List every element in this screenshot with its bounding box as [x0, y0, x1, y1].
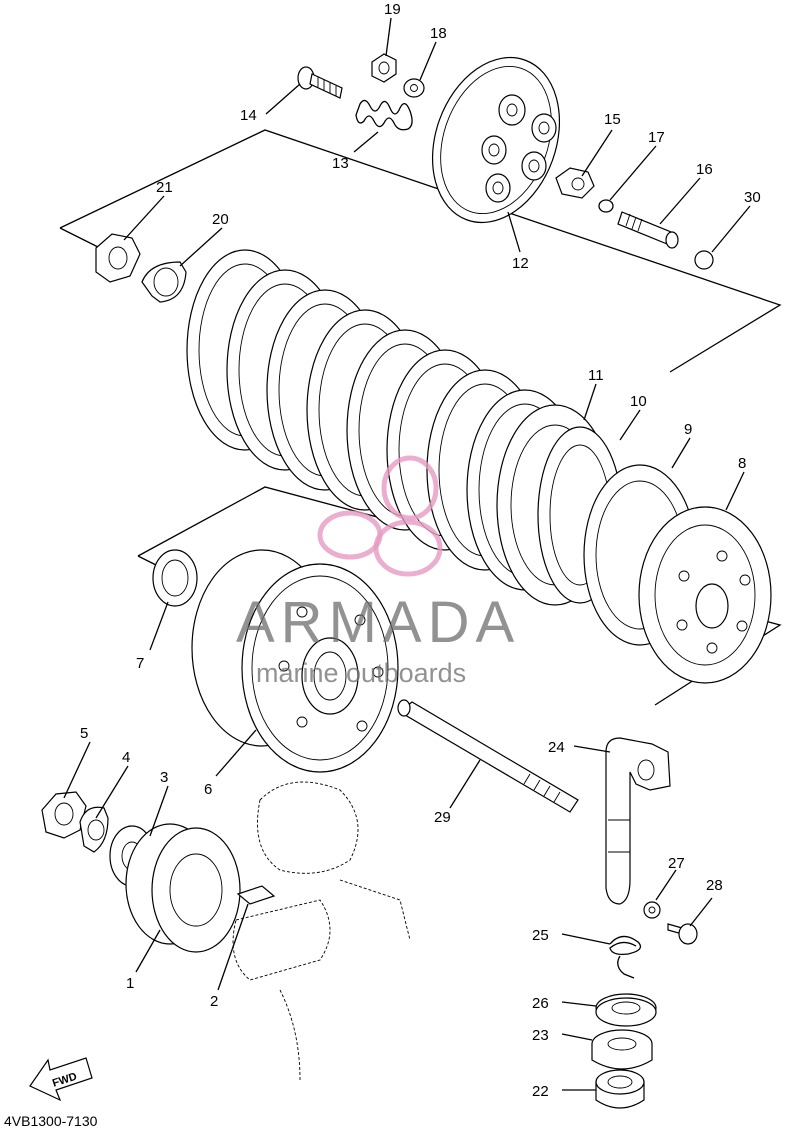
crankshaft-outline	[232, 781, 411, 1081]
key-2[interactable]	[236, 885, 276, 905]
bolt-14[interactable]	[297, 66, 343, 99]
callout-25: 25	[532, 927, 549, 944]
upper-group-outline	[59, 129, 782, 373]
push-rod-16[interactable]	[617, 211, 679, 249]
diagram-code: 4VB1300-7130	[4, 1113, 98, 1129]
pressure-plate-12[interactable]	[411, 40, 582, 241]
screw-28[interactable]	[667, 923, 698, 945]
callout-19: 19	[384, 1, 401, 18]
callout-4: 4	[122, 749, 130, 766]
callout-21: 21	[156, 179, 173, 196]
callout-27: 27	[668, 855, 685, 872]
callout-5: 5	[80, 725, 88, 742]
watermark-brand: ARMADA	[236, 590, 520, 655]
clutch-housing-6[interactable]	[191, 549, 399, 773]
callout-7: 7	[136, 655, 144, 672]
callout-14: 14	[240, 107, 257, 124]
callout-8: 8	[738, 455, 746, 472]
locknut-15[interactable]	[555, 167, 595, 199]
callout-9: 9	[684, 421, 692, 438]
fwd-arrow-icon: FWD	[29, 1057, 93, 1102]
push-rod-29[interactable]	[397, 699, 579, 813]
spring-13[interactable]	[355, 99, 413, 131]
callout-28: 28	[706, 877, 723, 894]
oil-seal-23[interactable]	[591, 1029, 653, 1070]
friction-plates-stack[interactable]	[186, 249, 584, 591]
callout-18: 18	[430, 25, 447, 42]
callout-2: 2	[210, 993, 218, 1010]
watermark: ARMADA marine outboards	[236, 455, 520, 688]
thrust-washer-7[interactable]	[152, 549, 198, 607]
callout-20: 20	[212, 211, 229, 228]
callout-24: 24	[548, 739, 565, 756]
nut-5[interactable]	[41, 791, 87, 839]
callout-17: 17	[648, 129, 665, 146]
callout-26: 26	[532, 995, 549, 1012]
washer-18[interactable]	[403, 78, 425, 98]
callout-6: 6	[204, 781, 212, 798]
watermark-logo-icon	[317, 455, 443, 577]
callout-numbers: 19 18 14 13 12 15 17 16 30 21 20 11 10 9…	[80, 1, 761, 1100]
callout-30: 30	[744, 189, 761, 206]
callout-23: 23	[532, 1027, 549, 1044]
callout-22: 22	[532, 1083, 549, 1100]
watermark-tagline: marine outboards	[256, 658, 466, 688]
lock-washer-20[interactable]	[141, 261, 187, 303]
callout-10: 10	[630, 393, 647, 410]
nut-21[interactable]	[95, 233, 141, 283]
bearing-22[interactable]	[595, 1069, 645, 1109]
washer-26[interactable]	[595, 993, 657, 1027]
callout-13: 13	[332, 155, 349, 172]
leader-lines	[63, 17, 751, 1091]
callout-15: 15	[604, 111, 621, 128]
push-lever-axle-24[interactable]	[605, 737, 671, 905]
washer-27[interactable]	[643, 901, 661, 919]
callout-29: 29	[434, 809, 451, 826]
callout-12: 12	[512, 255, 529, 272]
callout-16: 16	[696, 161, 713, 178]
spring-25[interactable]	[609, 935, 642, 979]
callout-11: 11	[588, 367, 604, 384]
callout-1: 1	[126, 975, 134, 992]
ball-30[interactable]	[694, 250, 714, 270]
lock-washer-4[interactable]	[79, 806, 109, 853]
drive-gear-1[interactable]	[125, 823, 241, 953]
clutch-boss-8[interactable]	[638, 506, 772, 684]
nut-19[interactable]	[371, 53, 397, 83]
callout-3: 3	[160, 769, 168, 786]
o-ring-17[interactable]	[598, 199, 614, 213]
